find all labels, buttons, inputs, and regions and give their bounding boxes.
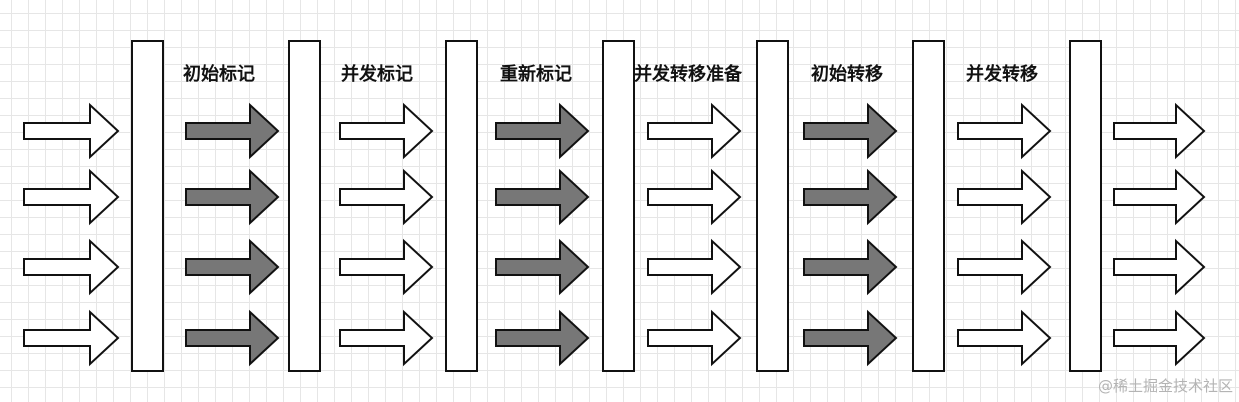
filled-arrow [803, 238, 898, 296]
phase-label: 重新标记 [500, 64, 572, 85]
hollow-arrow [339, 168, 434, 226]
filled-arrow [185, 168, 280, 226]
filled-arrow [803, 309, 898, 367]
hollow-arrow [957, 102, 1052, 160]
phase-label: 并发转移 [966, 64, 1038, 85]
hollow-arrow [339, 102, 434, 160]
phase-label: 并发标记 [341, 64, 413, 85]
hollow-arrow [23, 238, 120, 296]
hollow-arrow [23, 102, 120, 160]
hollow-arrow [647, 168, 742, 226]
hollow-arrow [1113, 309, 1206, 367]
filled-arrow [495, 238, 590, 296]
filled-arrow [185, 309, 280, 367]
hollow-arrow [647, 102, 742, 160]
phase-barrier-bar [288, 40, 321, 372]
hollow-arrow [647, 309, 742, 367]
hollow-arrow [957, 309, 1052, 367]
filled-arrow [185, 102, 280, 160]
filled-arrow [803, 168, 898, 226]
phase-barrier-bar [1069, 40, 1102, 372]
hollow-arrow [23, 309, 120, 367]
phase-label: 并发转移准备 [634, 64, 742, 85]
filled-arrow [803, 102, 898, 160]
filled-arrow [495, 309, 590, 367]
watermark: @稀土掘金技术社区 [1097, 377, 1233, 395]
phase-label: 初始转移 [811, 64, 883, 85]
hollow-arrow [1113, 102, 1206, 160]
hollow-arrow [23, 168, 120, 226]
hollow-arrow [957, 168, 1052, 226]
phase-barrier-bar [602, 40, 635, 372]
filled-arrow [185, 238, 280, 296]
hollow-arrow [647, 238, 742, 296]
hollow-arrow [339, 238, 434, 296]
filled-arrow [495, 102, 590, 160]
phase-label: 初始标记 [183, 64, 255, 85]
filled-arrow [495, 168, 590, 226]
phase-barrier-bar [131, 40, 164, 372]
phase-barrier-bar [912, 40, 945, 372]
hollow-arrow [1113, 168, 1206, 226]
phase-barrier-bar [756, 40, 789, 372]
hollow-arrow [339, 309, 434, 367]
phase-barrier-bar [445, 40, 478, 372]
hollow-arrow [1113, 238, 1206, 296]
hollow-arrow [957, 238, 1052, 296]
